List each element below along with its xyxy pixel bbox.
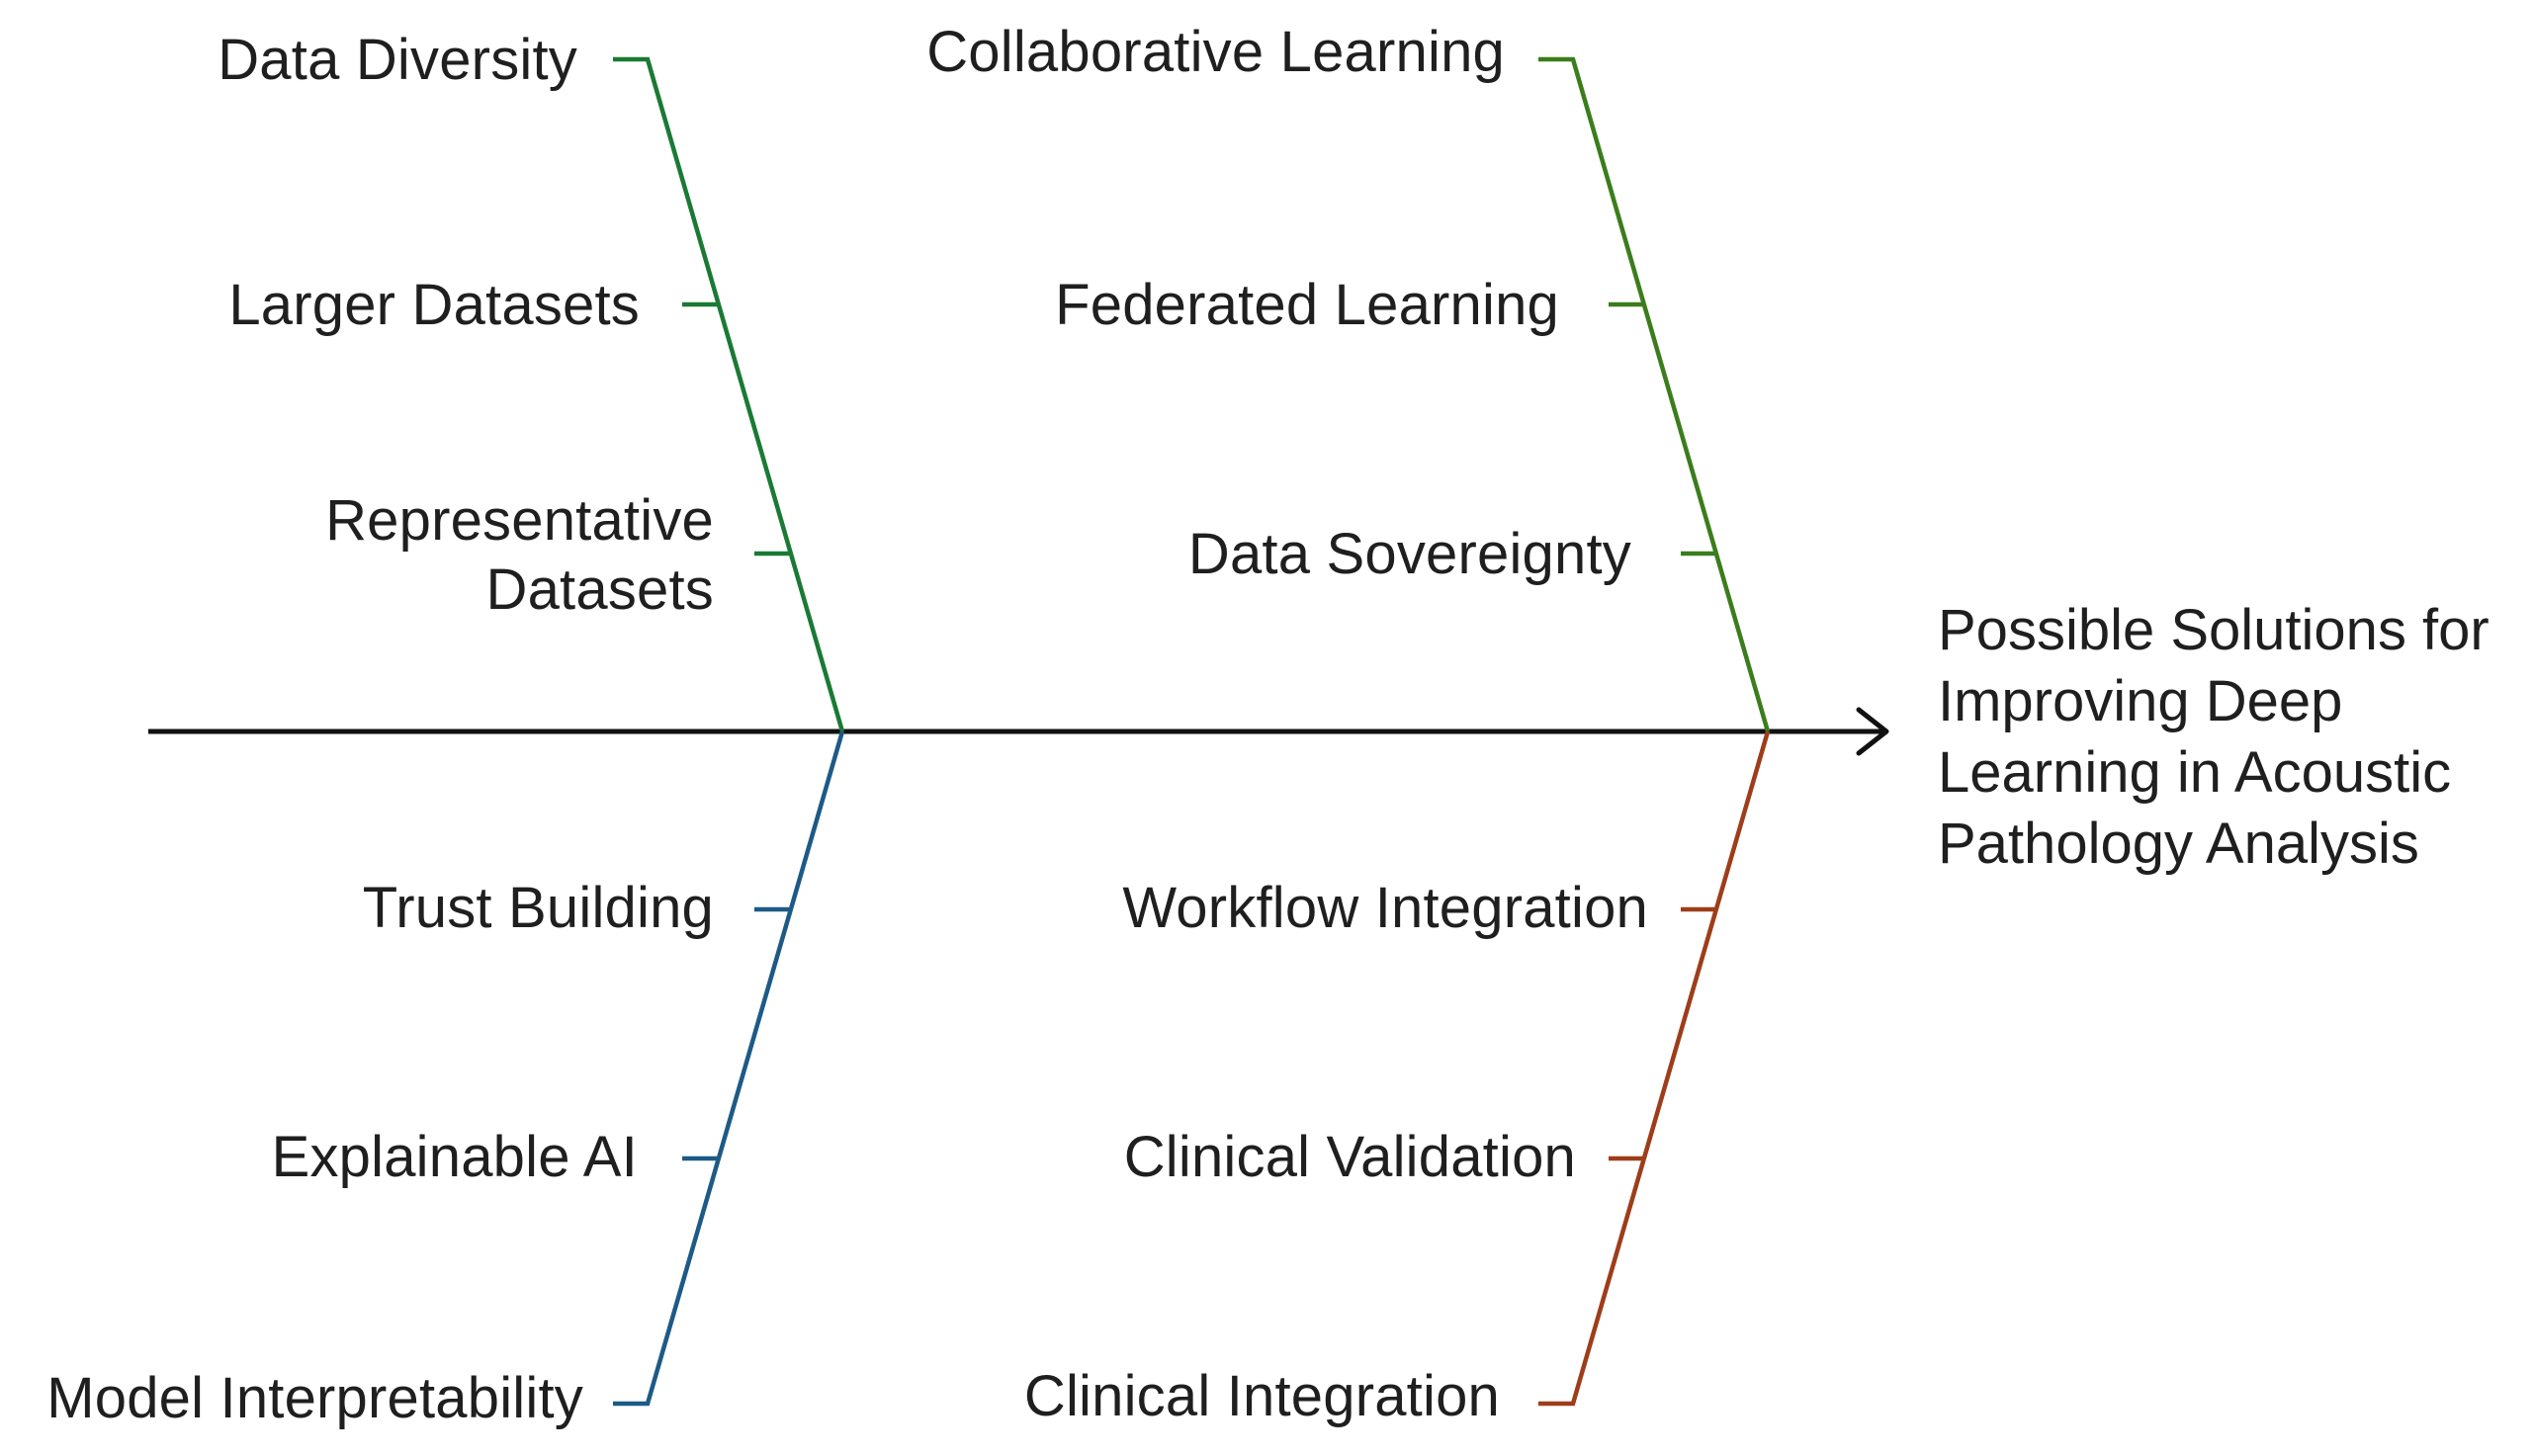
cause-label-collaborative-learning: Collaborative Learning bbox=[926, 20, 1505, 84]
cause-label-explainable-ai: Explainable AI bbox=[271, 1125, 638, 1189]
cause-label-data-sovereignty: Data Sovereignty bbox=[1187, 522, 1631, 586]
cause-label-representative-datasets: Representative Datasets bbox=[325, 488, 714, 622]
cause-label-larger-datasets: Larger Datasets bbox=[228, 273, 640, 337]
cause-label-model-interpretability: Model Interpretability bbox=[46, 1366, 583, 1430]
cause-label-workflow-integration: Workflow Integration bbox=[1122, 876, 1648, 940]
branch-line-top-left bbox=[613, 56, 845, 732]
cause-label-clinical-validation: Clinical Validation bbox=[1123, 1125, 1576, 1189]
effect-label: Possible Solutions for Improving Deep Le… bbox=[1938, 598, 2489, 876]
branch-line-top-right bbox=[1538, 56, 1771, 732]
branch-line-bottom-left bbox=[613, 730, 845, 1407]
branch-line-bottom-right bbox=[1538, 730, 1771, 1407]
cause-label-data-diversity: Data Diversity bbox=[218, 28, 577, 92]
cause-label-clinical-integration: Clinical Integration bbox=[1023, 1364, 1500, 1428]
cause-label-federated-learning: Federated Learning bbox=[1055, 273, 1559, 337]
spine-arrowhead bbox=[1856, 707, 1889, 756]
cause-label-trust-building: Trust Building bbox=[362, 876, 714, 940]
